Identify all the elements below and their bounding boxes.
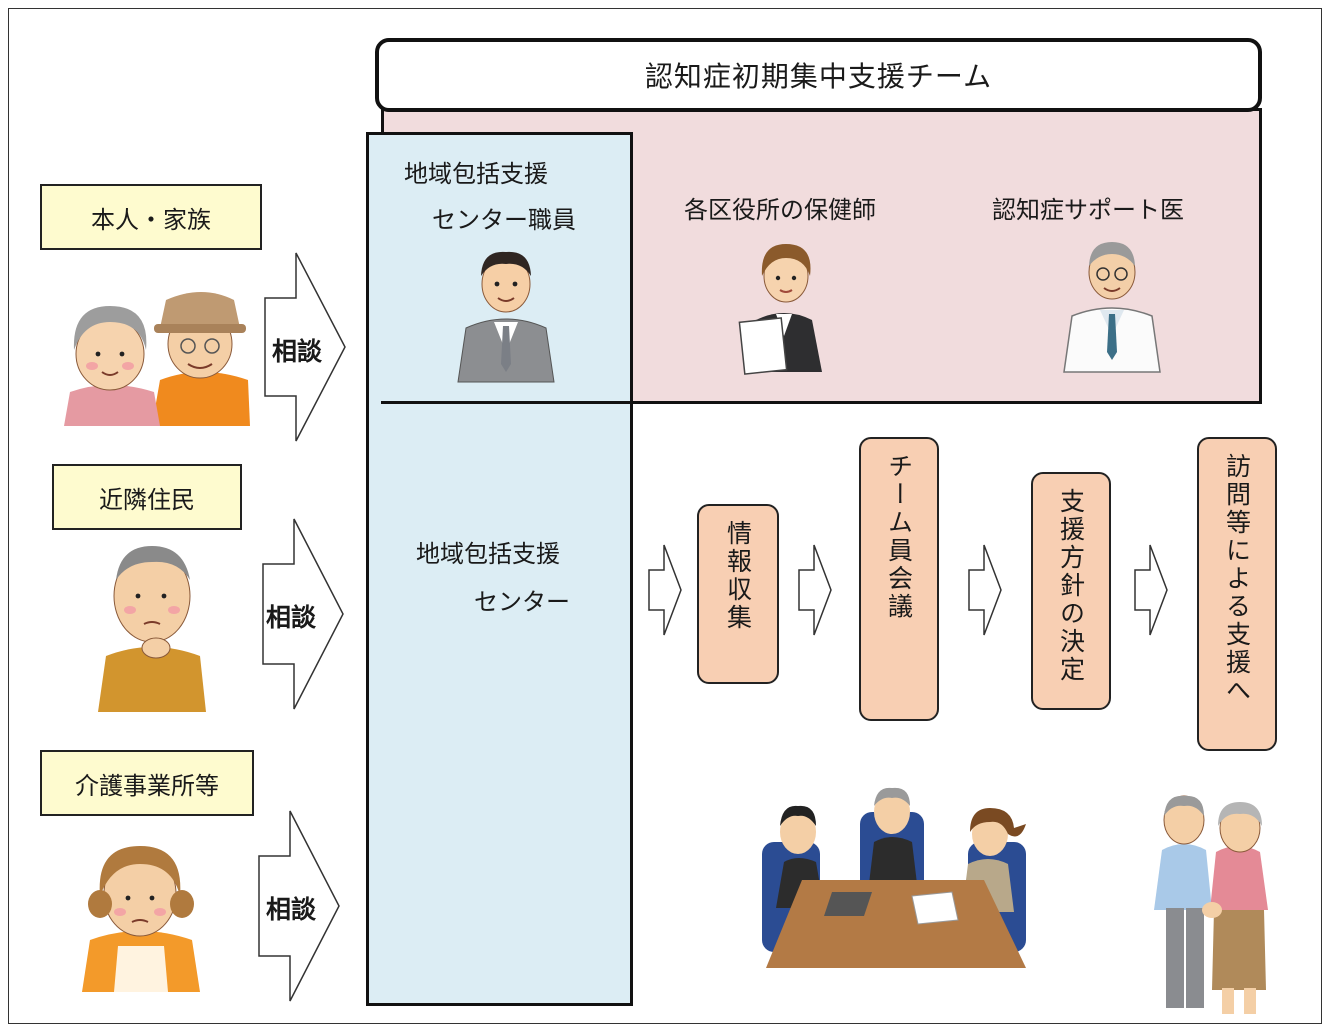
- source-label-neighbors: 近隣住民: [99, 485, 195, 514]
- source-label-family: 本人・家族: [91, 205, 211, 234]
- step-support-policy: 支援方針の決定: [1031, 472, 1111, 710]
- support-doctor-label: 認知症サポート医: [992, 196, 1184, 224]
- consult-label-3: 相談: [266, 895, 317, 924]
- consult-arrow-2-icon: [262, 518, 344, 710]
- source-box-family: 本人・家族: [40, 184, 262, 250]
- source-box-care-providers: 介護事業所等: [40, 750, 254, 816]
- consult-label-2: 相談: [266, 603, 317, 632]
- flow-arrow-2-icon: [798, 544, 832, 636]
- source-box-neighbors: 近隣住民: [52, 464, 242, 530]
- elderly-couple-icon: [64, 292, 250, 426]
- visit-support-couple-icon: [1154, 795, 1268, 1014]
- step-info-gathering-label: 情報収集: [723, 520, 753, 632]
- step-support-policy-label: 支援方針の決定: [1056, 488, 1086, 684]
- center-label-line1: 地域包括支援: [416, 540, 560, 568]
- consult-arrow-3-icon: [258, 810, 340, 1002]
- step-team-meeting-label: チーム員会議: [884, 453, 914, 621]
- center-label-line2: センター: [474, 588, 570, 616]
- flow-arrow-1-icon: [648, 544, 682, 636]
- consult-arrow-1-icon: [264, 252, 346, 442]
- diagram-title: 認知症初期集中支援チーム: [375, 38, 1262, 112]
- care-worker-icon: [82, 846, 200, 992]
- team-meeting-icon: [762, 787, 1026, 968]
- step-info-gathering: 情報収集: [697, 504, 779, 684]
- public-health-nurse-label: 各区役所の保健師: [684, 196, 876, 224]
- source-label-care-providers: 介護事業所等: [75, 771, 219, 800]
- neighbor-man-icon: [98, 546, 206, 712]
- flow-arrow-3-icon: [968, 544, 1002, 636]
- outer-frame: [8, 8, 1322, 1024]
- center-staff-figure-icon: [457, 251, 555, 383]
- step-team-meeting: チーム員会議: [859, 437, 939, 721]
- center-staff-label-line2: センター職員: [432, 206, 576, 234]
- diagram-title-text: 認知症初期集中支援チーム: [644, 60, 993, 93]
- flow-arrow-4-icon: [1134, 544, 1168, 636]
- nurse-figure-icon: [738, 244, 822, 375]
- step-visit-support-label: 訪問等による支援へ: [1222, 453, 1252, 705]
- doctor-figure-icon: [1063, 242, 1161, 373]
- consult-label-1: 相談: [272, 337, 323, 366]
- step-visit-support: 訪問等による支援へ: [1197, 437, 1277, 751]
- center-staff-label-line1: 地域包括支援: [404, 160, 548, 188]
